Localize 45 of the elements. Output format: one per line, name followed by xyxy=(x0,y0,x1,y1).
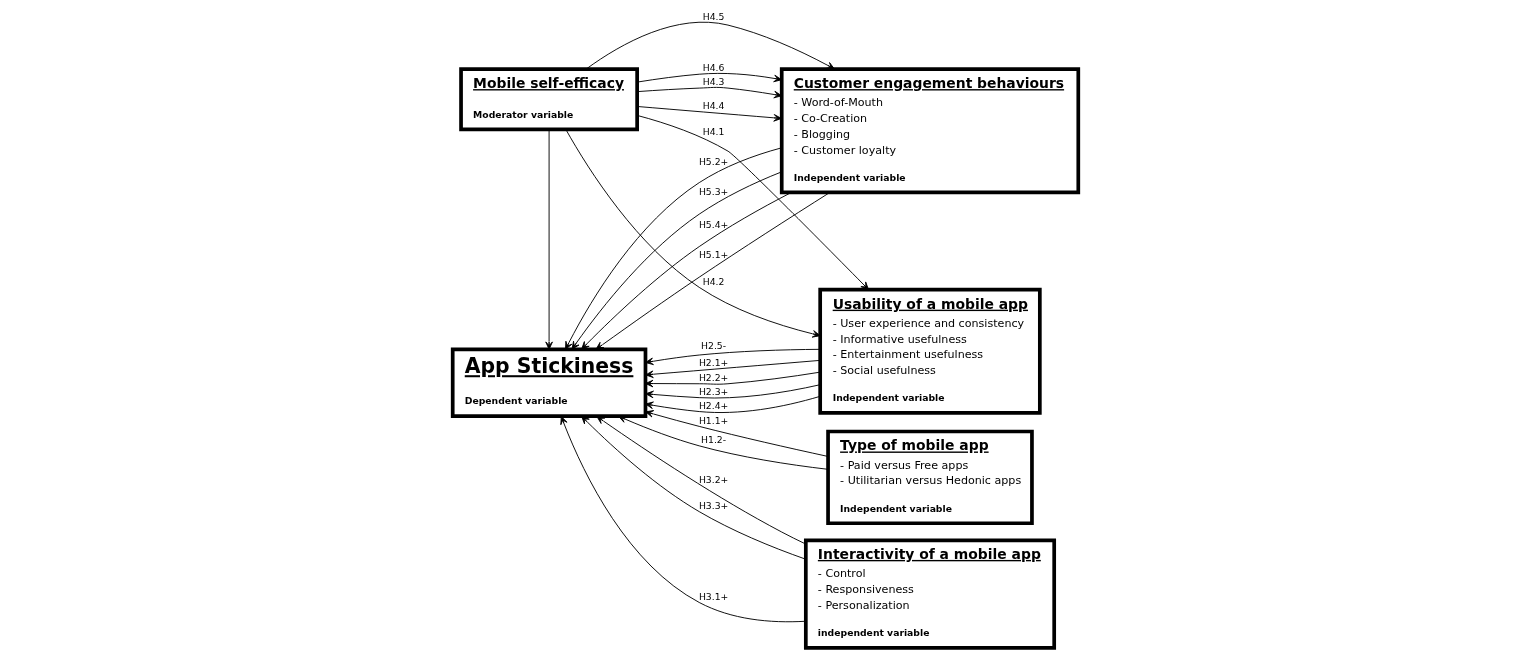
edge-label: H5.4+ xyxy=(698,219,729,231)
arrow xyxy=(595,191,831,350)
edge-label: H2.4+ xyxy=(698,399,729,411)
node-box: Mobile self-efficacy Moderator variable xyxy=(459,67,639,132)
edge-label: H3.2+ xyxy=(698,473,729,485)
node-box: Interactivity of a mobile app - Control - Responsiveness - Personalization independent variable xyxy=(803,538,1057,650)
edge-label: H4.6 xyxy=(702,62,725,74)
arrow xyxy=(636,86,783,99)
edge-label: H5.3+ xyxy=(698,185,729,197)
arrow xyxy=(636,72,782,83)
arrow xyxy=(545,129,553,350)
edge-label: H2.1+ xyxy=(698,357,729,369)
node-box: Type of mobile app - Paid versus Free apps - Utilitarian versus Hedonic apps Independent variable xyxy=(826,429,1034,526)
arrow xyxy=(618,415,829,470)
arrow xyxy=(636,106,782,122)
edge-label: H5.2+ xyxy=(698,156,729,168)
arrow xyxy=(645,395,821,413)
arrow xyxy=(560,416,807,623)
edge-label: H4.3 xyxy=(702,76,725,88)
arrow xyxy=(645,410,829,457)
edge-label: H4.4 xyxy=(702,100,725,112)
edge-label: H2.3+ xyxy=(698,385,729,397)
arrow xyxy=(645,371,821,388)
arrow xyxy=(645,359,821,379)
arrow xyxy=(581,192,792,350)
edge-label: H4.1 xyxy=(702,126,725,138)
arrow xyxy=(596,416,807,545)
arrow xyxy=(645,384,821,399)
arrow xyxy=(645,348,821,366)
node-box: App Stickiness Dependent variable xyxy=(450,347,648,419)
edge-label: H1.1+ xyxy=(698,414,729,426)
edge-label: H3.3+ xyxy=(698,499,729,511)
edge-label: H2.2+ xyxy=(698,371,729,383)
node-box: Usability of a mobile app - User experience and consistency - Informative usefulness - Entertainment usefulness - Social usefulness Independent variable xyxy=(818,287,1042,415)
edge-label: H1.2- xyxy=(701,434,727,446)
arrow xyxy=(565,129,821,338)
edge-label: H4.2 xyxy=(702,275,725,287)
edge-label: H5.1+ xyxy=(698,248,729,260)
edge-label: H2.5- xyxy=(701,340,727,352)
arrow xyxy=(585,21,835,70)
edge-label: H3.1+ xyxy=(698,590,729,602)
arrow xyxy=(581,415,807,560)
arrow xyxy=(636,115,869,290)
node-box: Customer engagement behaviours - Word-of-Mouth - Co-Creation - Blogging - Customer loyalty Independent variable xyxy=(779,67,1081,195)
edge-label: H4.5 xyxy=(702,10,725,22)
